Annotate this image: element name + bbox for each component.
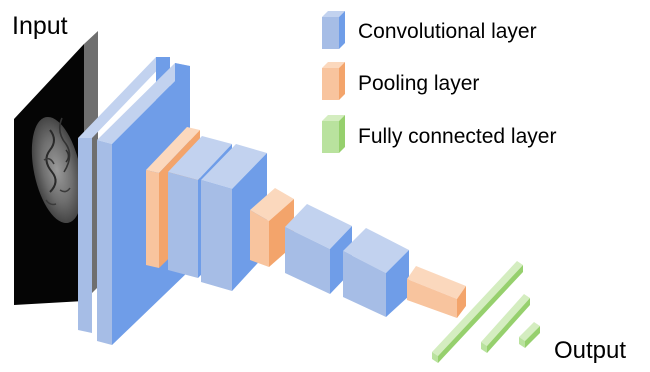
input-label: Input [12, 12, 68, 40]
fc2-side [487, 298, 530, 353]
conv3-top [201, 144, 267, 189]
pool3-side [457, 286, 466, 318]
pool-block-3 [407, 266, 466, 318]
conv1-front-top [97, 63, 190, 144]
fc1-front [432, 352, 438, 363]
conv2-top [168, 136, 232, 180]
pool1-front [146, 170, 159, 268]
output-label: Output [554, 337, 627, 364]
fc3-top [519, 322, 540, 341]
conv5-top [343, 228, 409, 273]
pool3-top [407, 266, 466, 299]
conv3-front [201, 180, 232, 291]
fc3-front [519, 337, 525, 348]
conv1-back-top [78, 57, 170, 138]
conv2-front [168, 172, 198, 278]
legend-fc-label: Fully connected layer [358, 125, 557, 148]
legend-conv-swatch-icon [322, 11, 345, 49]
brain-mri-slice-icon [31, 116, 83, 224]
conv5-front [343, 251, 386, 317]
fc3-side [525, 326, 540, 348]
pool3-front [407, 279, 457, 318]
fc-block-1 [432, 261, 523, 363]
conv4-top [285, 204, 352, 249]
legend-pool-label: Pooling layer [358, 72, 480, 95]
conv4-side [330, 226, 352, 294]
conv1-back-front [78, 138, 92, 333]
conv-block-4 [285, 204, 352, 294]
legend-conv-label: Convolutional layer [358, 20, 537, 43]
fc1-side [438, 265, 523, 363]
pool1-top [146, 127, 200, 173]
conv-block-5 [343, 228, 409, 317]
conv4-front [285, 227, 330, 294]
fc2-top [481, 294, 530, 346]
fc2-front [481, 342, 487, 353]
fc1-top [432, 261, 523, 356]
conv5-side [386, 250, 409, 317]
conv1-front-front [97, 140, 112, 345]
legend-fc-swatch-icon [322, 115, 345, 153]
fc-block-3 [519, 322, 540, 348]
fc-block-2 [481, 294, 530, 353]
pool2-top [250, 188, 294, 221]
pool2-front [250, 210, 269, 267]
legend-pool-swatch-icon [322, 62, 345, 100]
